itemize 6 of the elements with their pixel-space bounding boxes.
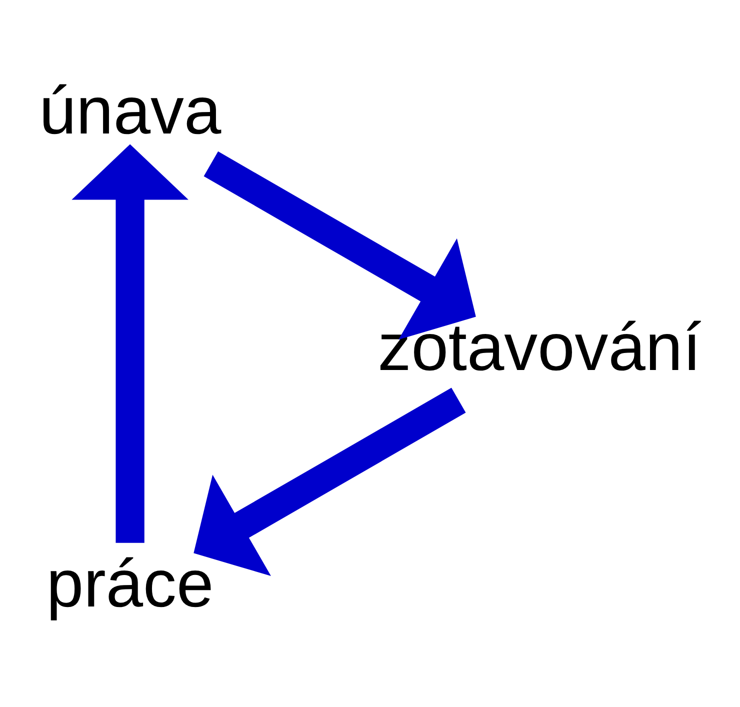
arrow (72, 144, 188, 543)
node-text: práce (46, 546, 214, 622)
node-text: únava (38, 74, 222, 149)
node-text: zotavování (378, 310, 702, 385)
arrow (194, 388, 466, 576)
arrow (204, 151, 476, 340)
